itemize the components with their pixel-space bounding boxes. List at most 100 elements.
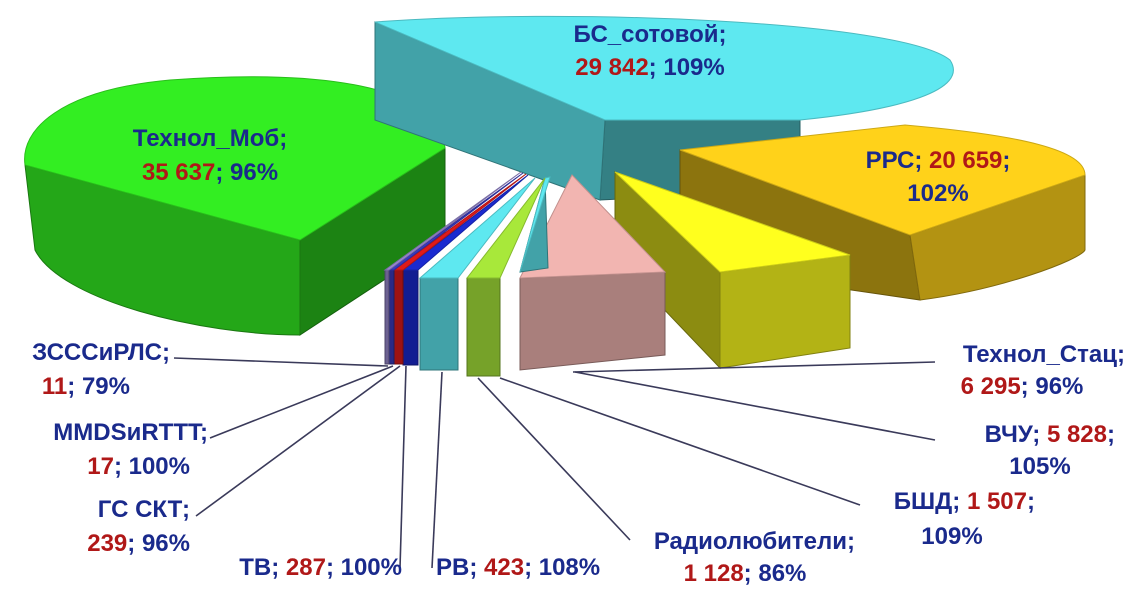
slice-name: ТВ (239, 554, 271, 581)
svg-text:Технол_Стац;: Технол_Стац; (963, 341, 1125, 368)
slice-name: РВ (436, 554, 469, 581)
label-7: ТВ; 287; 100% (239, 554, 402, 581)
svg-text:MMDSиRTTT;: MMDSиRTTT; (53, 419, 208, 446)
slice-value: 29 842 (575, 54, 648, 81)
label-3: ВЧУ; 5 828; 105% (985, 421, 1115, 480)
svg-text:35 637; 96%: 35 637; 96% (142, 159, 278, 186)
separator: ; (1107, 421, 1115, 448)
svg-text:Радиолюбители;: Радиолюбители; (654, 528, 855, 555)
slice-value: 6 295 (961, 373, 1021, 400)
separator: ; (649, 54, 664, 81)
slice-4 (519, 176, 551, 273)
slice-top (374, 15, 954, 121)
slice-percent: 86% (758, 560, 806, 587)
slice-top (392, 173, 527, 271)
slice-percent: 102% (907, 180, 968, 207)
slice-5 (465, 177, 546, 377)
leader-line-2 (572, 361, 936, 373)
separator: ; (326, 554, 341, 581)
svg-text:109%: 109% (921, 523, 982, 550)
leader-line-10 (173, 357, 389, 367)
slice-6 (418, 177, 536, 371)
separator: ; (914, 147, 929, 174)
separator: ; (1027, 488, 1035, 515)
slice-name: ЗСССиРЛС; (32, 339, 170, 366)
slice-percent: 100% (129, 453, 190, 480)
slice-percent: 109% (663, 54, 724, 81)
slice-top (401, 174, 529, 271)
slice-percent: 108% (539, 554, 600, 581)
slice-name: Радиолюбители; (654, 528, 855, 555)
separator: ; (524, 554, 539, 581)
leader-line-4 (499, 377, 861, 506)
slice-10 (383, 171, 522, 365)
label-11: Технол_Моб; 35 637; 96% (133, 125, 287, 186)
slice-value: 35 637 (142, 159, 215, 186)
slice-name: БШД (894, 488, 952, 515)
svg-text:29 842; 109%: 29 842; 109% (575, 54, 724, 81)
svg-text:ГС СКТ;: ГС СКТ; (98, 496, 190, 523)
slice-value: 287 (286, 554, 326, 581)
label-2: Технол_Стац; 6 295; 96% (961, 341, 1125, 400)
slice-top (418, 177, 536, 279)
slice-side (466, 277, 501, 377)
svg-text:БШД; 1 507;: БШД; 1 507; (894, 488, 1035, 515)
leader-lines-layer (173, 357, 936, 569)
label-8: ГС СКТ; 239; 96% (87, 496, 190, 557)
slice-11 (24, 76, 446, 336)
slice-percent: 105% (1009, 453, 1070, 480)
separator: ; (469, 554, 484, 581)
slice-top (383, 171, 522, 271)
slice-value: 5 828 (1047, 421, 1107, 448)
slice-side (384, 269, 390, 365)
label-4: БШД; 1 507; 109% (894, 488, 1035, 550)
slice-side (909, 174, 1086, 301)
slice-2 (614, 170, 851, 370)
leader-line-3 (574, 371, 936, 441)
slice-top (465, 177, 546, 279)
svg-text:РРС; 20 659;: РРС; 20 659; (866, 147, 1011, 174)
slice-name: ГС СКТ; (98, 496, 190, 523)
svg-text:239; 96%: 239; 96% (87, 530, 190, 557)
label-5: Радиолюбители; 1 128; 86% (654, 528, 855, 587)
slice-percent: 79% (82, 373, 130, 400)
slice-percent: 96% (1035, 373, 1083, 400)
slice-side (419, 277, 459, 371)
slices-layer (24, 15, 1086, 377)
slice-percent: 96% (142, 530, 190, 557)
leader-line-8 (195, 365, 401, 517)
slice-value: 20 659 (929, 147, 1002, 174)
svg-text:1 128; 86%: 1 128; 86% (684, 560, 807, 587)
label-0: БС_сотовой; 29 842; 109% (574, 21, 727, 81)
slice-0 (374, 15, 954, 201)
slice-name: РРС (866, 147, 915, 174)
slice-percent: 96% (230, 159, 278, 186)
leader-line-6 (431, 371, 443, 569)
slice-percent: 100% (341, 554, 402, 581)
label-1: РРС; 20 659; 102% (866, 147, 1011, 207)
label-6: РВ; 423; 108% (436, 554, 600, 581)
separator: ; (114, 453, 129, 480)
svg-text:105%: 105% (1009, 453, 1070, 480)
slice-side (402, 269, 419, 366)
separator: ; (744, 560, 759, 587)
slice-percent: 109% (921, 523, 982, 550)
separator: ; (67, 373, 82, 400)
svg-text:ЗСССиРЛС;: ЗСССиРЛС; (32, 339, 170, 366)
svg-text:6 295; 96%: 6 295; 96% (961, 373, 1084, 400)
svg-text:РВ; 423; 108%: РВ; 423; 108% (436, 554, 600, 581)
svg-text:ВЧУ; 5 828;: ВЧУ; 5 828; (985, 421, 1115, 448)
separator: ; (127, 530, 142, 557)
slice-7 (401, 174, 529, 366)
slice-value: 1 128 (684, 560, 744, 587)
slice-value: 1 507 (967, 488, 1027, 515)
slice-side (24, 164, 301, 336)
slice-side (388, 269, 395, 365)
separator: ; (271, 554, 286, 581)
slice-top (519, 176, 551, 273)
slice-name: ВЧУ (985, 421, 1034, 448)
slice-name: Технол_Моб; (133, 125, 287, 152)
svg-text:БС_сотовой;: БС_сотовой; (574, 21, 727, 48)
svg-text:102%: 102% (907, 180, 968, 207)
